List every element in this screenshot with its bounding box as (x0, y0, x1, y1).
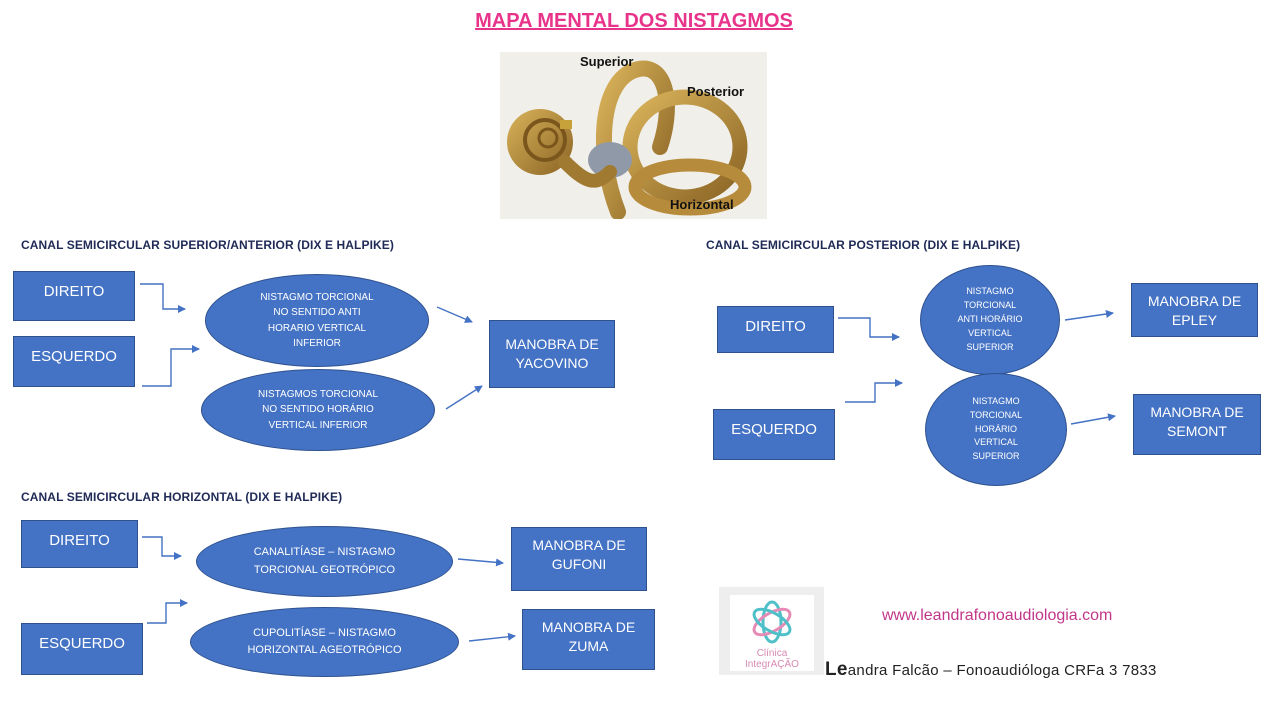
clinic-logo-text: Clínica IntegrAÇÃO (730, 648, 814, 670)
esquerdo-box-posterior: ESQUERDO (713, 409, 835, 460)
arrow (446, 386, 482, 409)
clinic-logo-icon (730, 597, 814, 647)
direito-label: DIREITO (49, 531, 110, 551)
esquerdo-box-superior: ESQUERDO (13, 336, 135, 387)
direito-label: DIREITO (745, 317, 806, 337)
direito-box-posterior: DIREITO (717, 306, 834, 353)
nystagmus-ellipse-posterior-esquerdo: NISTAGMO TORCIONAL HORÁRIO VERTICAL SUPE… (925, 373, 1067, 486)
author-signature: Leandra Falcão – Fonoaudióloga CRFa 3 78… (825, 659, 1157, 681)
esquerdo-label: ESQUERDO (31, 347, 117, 367)
section-heading-superior: CANAL SEMICIRCULAR SUPERIOR/ANTERIOR (DI… (21, 238, 394, 252)
nystagmus-ellipse-superior-esquerdo: NISTAGMOS TORCIONAL NO SENTIDO HORÁRIO V… (201, 369, 435, 451)
arrow (845, 383, 902, 402)
clinic-logo: Clínica IntegrAÇÃO (719, 587, 824, 675)
arrow (142, 349, 199, 386)
arrow (1071, 416, 1115, 424)
direito-label: DIREITO (44, 282, 105, 302)
website-link[interactable]: www.leandrafonoaudiologia.com (882, 607, 1112, 625)
maneuver-box-gufoni: MANOBRA DE GUFONI (511, 527, 647, 591)
maneuver-box-yacovino: MANOBRA DE YACOVINO (489, 320, 615, 388)
arrow (140, 284, 185, 309)
arrow (1065, 313, 1113, 320)
arrow (838, 318, 899, 337)
arrow (458, 559, 503, 563)
arrow (437, 307, 472, 322)
esquerdo-label: ESQUERDO (39, 634, 125, 654)
nystagmus-ellipse-horizontal-esquerdo: CUPOLITÍASE – NISTAGMO HORIZONTAL AGEOTR… (190, 607, 459, 677)
arrow (469, 636, 515, 641)
esquerdo-box-horizontal: ESQUERDO (21, 623, 143, 675)
maneuver-box-semont: MANOBRA DE SEMONT (1133, 394, 1261, 455)
direito-box-horizontal: DIREITO (21, 520, 138, 568)
arrow (147, 603, 187, 623)
section-heading-posterior: CANAL SEMICIRCULAR POSTERIOR (DIX E HALP… (706, 238, 1020, 252)
esquerdo-label: ESQUERDO (731, 420, 817, 440)
arrow (142, 537, 181, 556)
nystagmus-ellipse-superior-direito: NISTAGMO TORCIONAL NO SENTIDO ANTI HORAR… (205, 274, 429, 367)
direito-box-superior: DIREITO (13, 271, 135, 321)
nystagmus-ellipse-horizontal-direito: CANALITÍASE – NISTAGMO TORCIONAL GEOTRÓP… (196, 526, 453, 597)
maneuver-box-zuma: MANOBRA DE ZUMA (522, 609, 655, 670)
maneuver-box-epley: MANOBRA DE EPLEY (1131, 283, 1258, 337)
nystagmus-ellipse-posterior-direito: NISTAGMO TORCIONAL ANTI HORÁRIO VERTICAL… (920, 265, 1060, 375)
section-heading-horizontal: CANAL SEMICIRCULAR HORIZONTAL (DIX E HAL… (21, 490, 342, 504)
